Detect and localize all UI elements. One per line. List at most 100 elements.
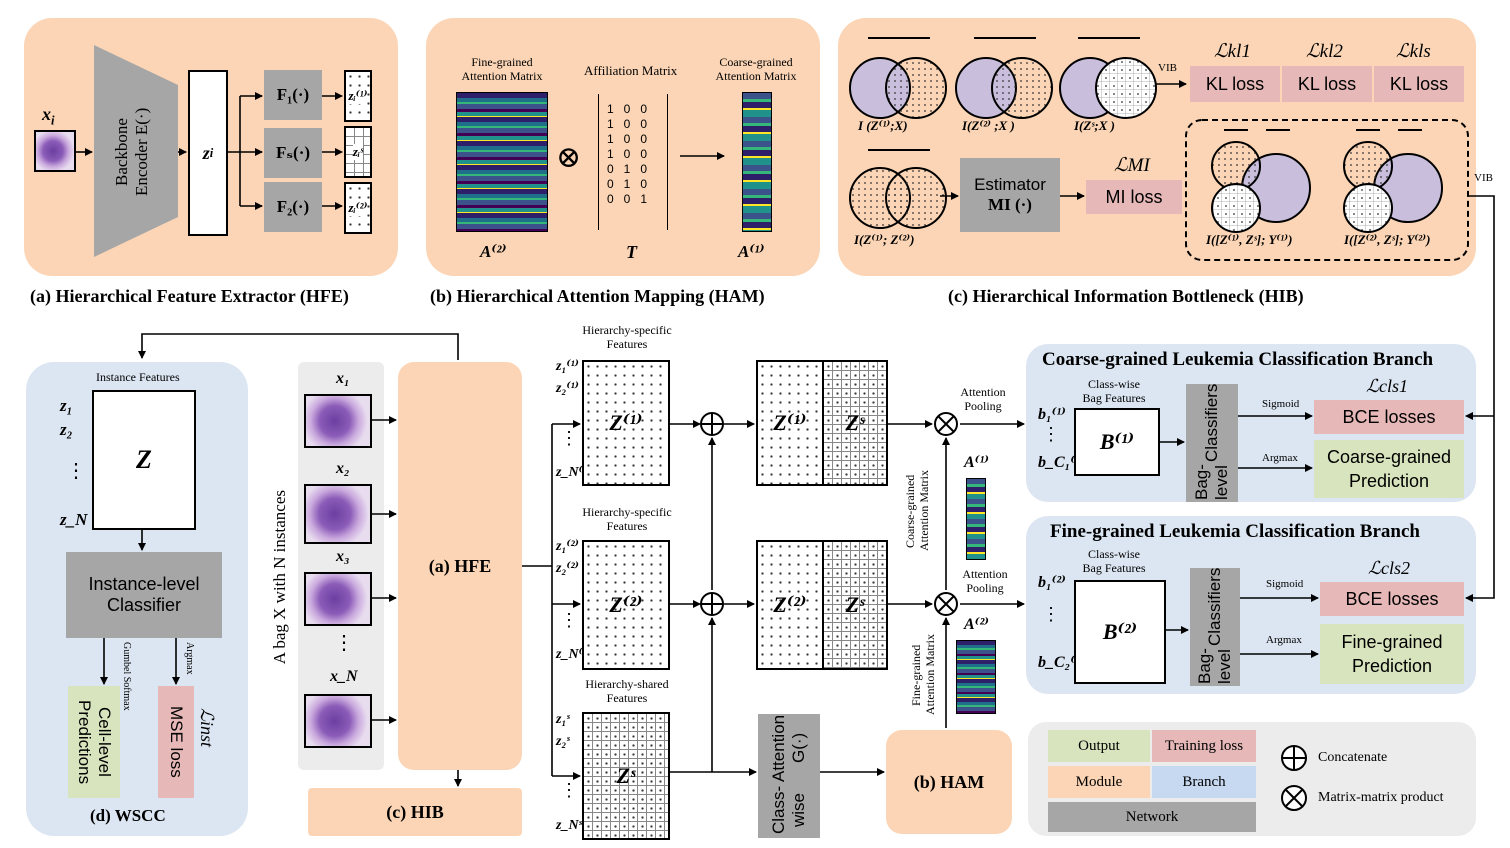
backbone-encoder-label: Backbone Encoder E(·): [112, 88, 152, 216]
sh-title: Hierarchy-shared Features: [572, 677, 682, 706]
coarse-pred-box: Coarse-grained Prediction: [1314, 440, 1464, 498]
hib-estimator-2: MI (·): [988, 195, 1032, 214]
legend-network: Network: [1048, 802, 1256, 832]
hib-estimator-1: Estimator: [974, 175, 1046, 194]
affiliation-row: 1 0 0: [607, 117, 648, 131]
fine-classifier-2: Classifiers: [1205, 568, 1224, 647]
hib-l-mi: ℒMI: [1114, 155, 1150, 176]
hib-l-kl2: ℒkl2: [1306, 41, 1343, 62]
mid-a1-matrix: [966, 478, 986, 560]
wscc-cell-pred-box: Cell-level Predictions: [68, 686, 120, 798]
hib-caption: (c) Hierarchical Information Bottleneck …: [948, 286, 1304, 306]
hib-venn1-label: I (Z⁽¹⁾;X): [858, 118, 908, 133]
hib-kls-box: KL loss: [1374, 66, 1464, 102]
hfe-input-image: [34, 130, 76, 172]
class-wise-attention-box: Class-wise Attention G(·): [758, 714, 820, 838]
ham-fine-title-1: Fine-grained: [471, 55, 533, 69]
ham-otimes: ⊗: [556, 141, 582, 174]
concat1-zs-label: Zˢ: [845, 410, 865, 435]
affiliation-row: 0 0 1: [607, 192, 648, 206]
coarse-classifier-box: Bag-level Classifiers: [1186, 384, 1238, 502]
wscc-gumbel: Gumbel Softmax: [121, 642, 132, 711]
hfe-outs: zᵢˢ: [352, 144, 364, 160]
fine-classifier-1: Bag-level: [1195, 648, 1234, 685]
coarse-sigmoid: Sigmoid: [1262, 398, 1300, 410]
affiliation-row: 1 0 0: [607, 147, 648, 161]
fine-bag-title-1: Class-wise: [1088, 547, 1140, 561]
fine-bce-box: BCE losses: [1320, 582, 1464, 616]
ham-fine-title-2: Attention Matrix: [461, 68, 543, 83]
coarse-b1: b₁⁽¹⁾: [1038, 406, 1066, 423]
hib-kl1-box: KL loss: [1190, 66, 1280, 102]
coarse-bag-title: Class-wise Bag Features: [1074, 377, 1154, 406]
fine-pred-box: Fine-grained Prediction: [1320, 624, 1464, 684]
wscc-classifier-2: Classifier: [106, 595, 181, 615]
coarse-bc: b_C₁⁽¹⁾: [1038, 454, 1085, 471]
att-pool-2: Attention Pooling: [952, 567, 1018, 596]
ham-a1-label: A⁽¹⁾: [738, 242, 765, 261]
hib-mi-box: MI loss: [1086, 180, 1182, 214]
hs2-title-2: Features: [606, 518, 648, 533]
z2-top: z₁⁽²⁾: [556, 539, 579, 554]
concat2-zs: Zˢ: [822, 540, 888, 670]
hib-venn3-label: I(Zˢ;X ): [1074, 118, 1115, 133]
hib-venn2-label: I(Z⁽²⁾ ;X ): [962, 118, 1015, 133]
hib-kl2: KL loss: [1297, 73, 1357, 94]
hib-vib2-label: VIB: [1474, 172, 1493, 184]
wscc-mse-box: MSE loss: [158, 686, 194, 798]
coarse-bce: BCE losses: [1342, 406, 1436, 427]
coarse-bce-box: BCE losses: [1314, 400, 1464, 434]
fine-dots: ⋮: [1042, 604, 1060, 624]
ham-affiliation-title: Affiliation Matrix: [584, 63, 678, 78]
fine-pred-1: Fine-grained: [1341, 632, 1443, 652]
affiliation-row: 0 1 0: [607, 177, 648, 191]
concat1-zs: Zˢ: [822, 360, 888, 486]
wscc-z-box: Z: [92, 390, 196, 530]
z1-matrix: Z⁽¹⁾: [582, 360, 670, 486]
hib-module-label: (c) HIB: [386, 801, 444, 822]
hfe-out1: zᵢ⁽¹⁾: [348, 88, 368, 104]
bag-image-1: [304, 394, 372, 448]
hfe-out2: zᵢ⁽²⁾: [348, 200, 368, 216]
concat2-z2: Z⁽²⁾: [756, 540, 824, 670]
fine-bce: BCE losses: [1345, 588, 1439, 609]
concatenate-icon: [1281, 745, 1307, 771]
hfe-fs-label: Fₛ(·): [275, 143, 311, 162]
concat2-zs-label: Zˢ: [845, 592, 865, 617]
coarse-att-2: Attention Matrix: [916, 470, 931, 552]
hfe-caption: (a) Hierarchical Feature Extractor (HFE): [30, 286, 349, 306]
mid-a1: A⁽¹⁾: [964, 454, 989, 471]
hfe-f2-box: F₂(·): [264, 182, 322, 232]
z1-label: Z⁽¹⁾: [609, 410, 643, 435]
fine-classifier-box: Bag-level Classifiers: [1190, 568, 1240, 686]
hfe-z-sub: i: [209, 145, 214, 160]
coarse-b-box: B⁽¹⁾: [1074, 408, 1160, 476]
concat1-z1-label: Z⁽¹⁾: [773, 410, 807, 435]
hfe-input-sub: i: [51, 113, 55, 128]
hfe-f1-box: F₁(·): [264, 70, 322, 120]
zs-matrix: Zˢ: [582, 712, 670, 840]
wscc-classifier-box: Instance-level Classifier: [66, 552, 222, 638]
hfe-input-x: x: [42, 104, 51, 124]
hfe-module-label: (a) HFE: [428, 555, 492, 576]
ham-coarse-title-2: Attention Matrix: [715, 68, 797, 83]
z2-label: Z⁽²⁾: [609, 592, 643, 617]
wscc-zdots: ⋮: [66, 460, 86, 482]
ham-a2-label: A⁽²⁾: [480, 242, 507, 261]
att-pool-1: Attention Pooling: [950, 385, 1016, 414]
affiliation-row: 1 0 0: [607, 102, 648, 116]
matmul-icon: [1281, 785, 1307, 811]
cwa-2: Attention G(·): [769, 714, 808, 782]
backbone-encoder-shape: [94, 45, 178, 257]
z1-2: z₂⁽¹⁾: [556, 381, 579, 396]
coarse-l-cls: ℒcls1: [1366, 376, 1408, 396]
hfe-outs-box: zᵢˢ: [344, 126, 372, 178]
fine-att-2: Attention Matrix: [922, 634, 937, 716]
hib-l-kl1: ℒkl1: [1214, 41, 1251, 62]
hib-l-kls: ℒkls: [1396, 41, 1431, 62]
hib-mi: MI loss: [1105, 186, 1163, 207]
bag-image-n: [304, 694, 372, 748]
ham-coarse-title: Coarse-grained Attention Matrix: [706, 55, 806, 84]
coarse-b: B⁽¹⁾: [1099, 429, 1135, 454]
